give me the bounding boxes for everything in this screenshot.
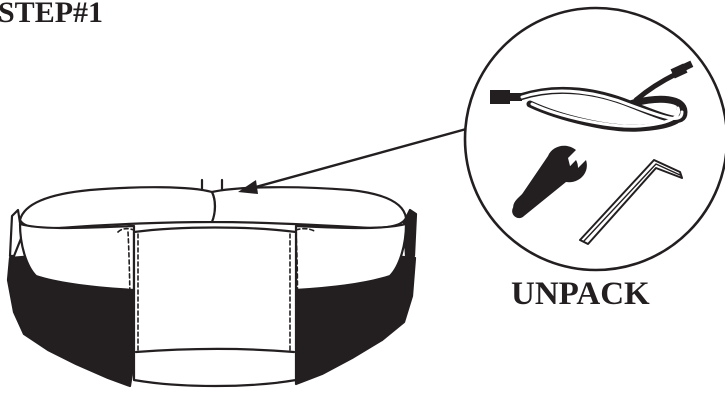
sofa-illustration — [6, 178, 418, 388]
parts-circle — [463, 6, 725, 272]
back-cushion-right — [210, 186, 408, 230]
seat-cushion-right — [294, 222, 408, 292]
parts-callout — [463, 6, 725, 272]
pointer-arrow — [238, 126, 471, 194]
seam-stitching — [117, 227, 317, 379]
unpack-caption: UNPACK — [511, 276, 650, 312]
power-cable-icon — [490, 60, 694, 132]
seat-cushion-left — [18, 222, 136, 292]
sofa-left-arm — [8, 208, 24, 258]
sofa-right-arm — [402, 208, 418, 258]
wrench-icon — [512, 145, 587, 219]
hex-key-icon — [579, 159, 683, 245]
sofa-center-module — [132, 226, 298, 388]
back-cushion-left — [18, 186, 217, 230]
step-title: STEP#1 — [0, 0, 104, 29]
sofa-center-front — [134, 347, 296, 354]
